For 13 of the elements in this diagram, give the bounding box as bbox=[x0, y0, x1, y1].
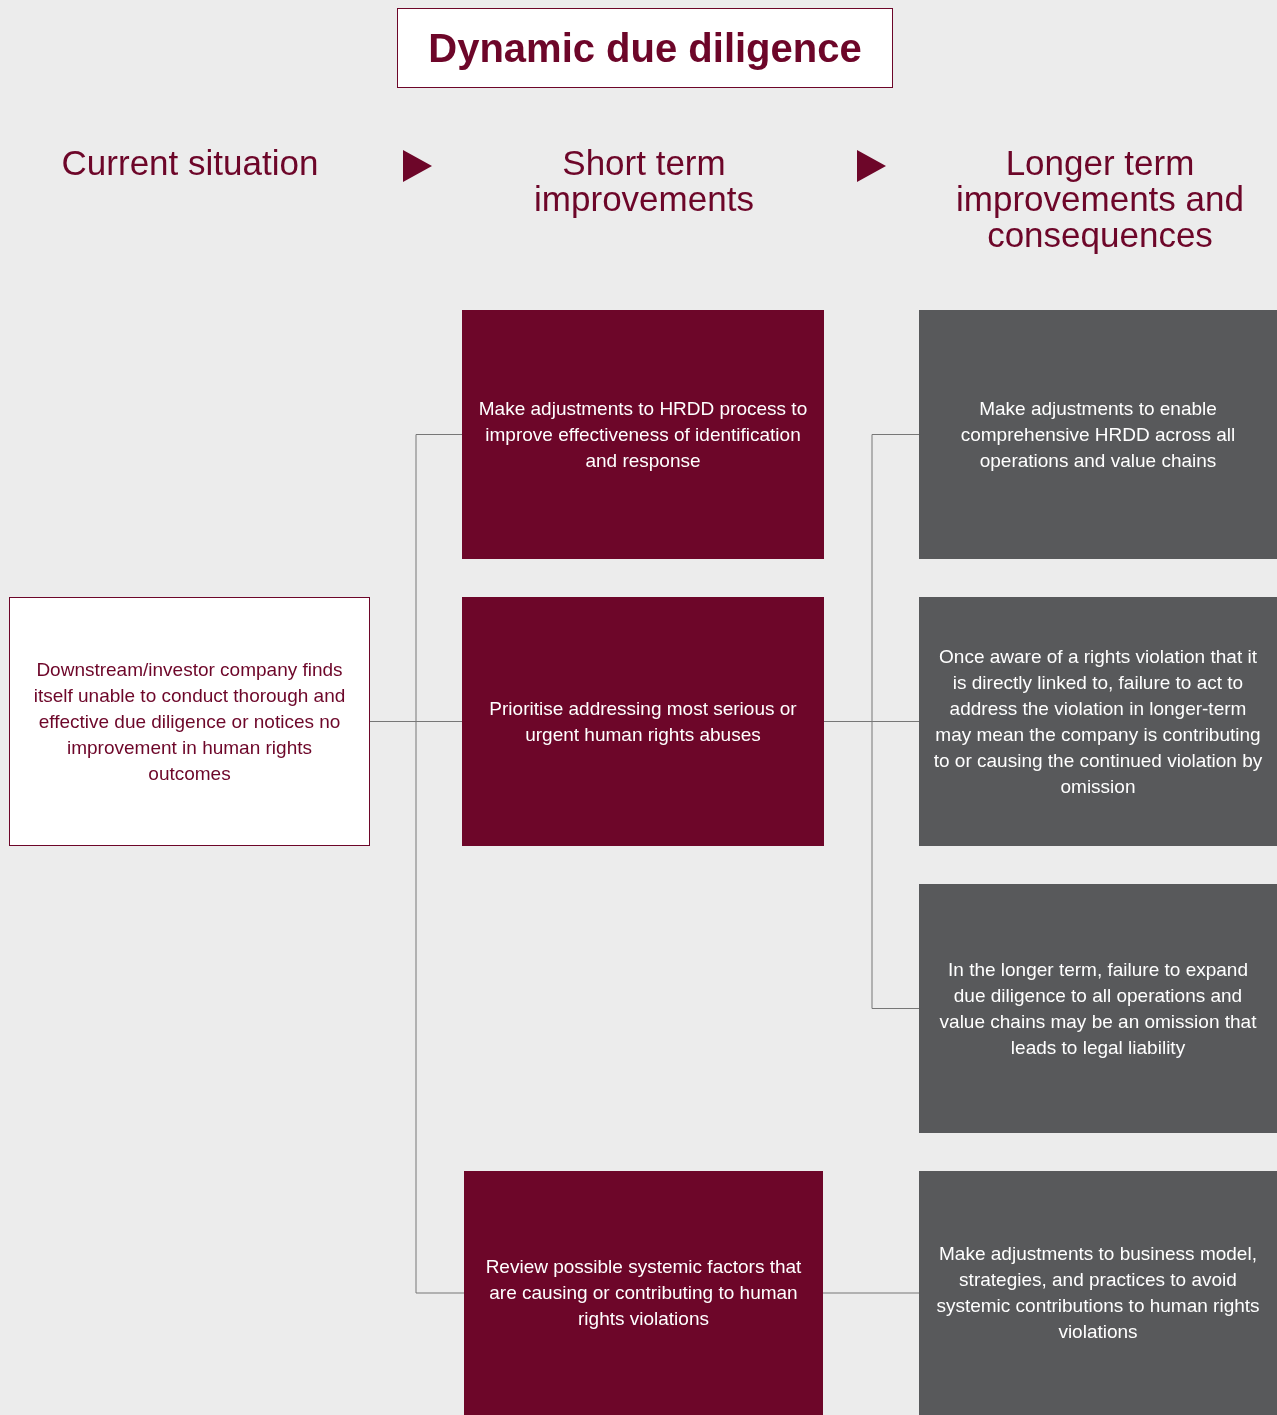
column-heading: Short term improvements bbox=[533, 145, 755, 217]
short-term-box: Make adjustments to HRDD process to improve effectiveness of identification and response bbox=[462, 310, 824, 559]
longer-term-box: Make adjustments to enable comprehensive HRDD across all operations and value chains bbox=[919, 310, 1277, 559]
longer-term-box: Once aware of a rights violation that it is directly linked to, failure to act to address the violation in longer-term may mean the company is contributing to or causing the continued violation by omission bbox=[919, 597, 1277, 846]
title-box: Dynamic due diligence bbox=[397, 8, 893, 88]
situation-box: Downstream/investor company finds itself unable to conduct thorough and effective due diligence or notices no improvement in human rights outcomes bbox=[9, 597, 370, 846]
longer-term-box: Make adjustments to business model, strategies, and practices to avoid systemic contributions to human rights violations bbox=[919, 1171, 1277, 1415]
longer-term-box: In the longer term, failure to expand due diligence to all operations and value chains may be an omission that leads to legal liability bbox=[919, 884, 1277, 1133]
connector-line bbox=[822, 1292, 920, 1294]
short-term-box: Review possible systemic factors that are causing or contributing to human rights violations bbox=[464, 1171, 823, 1415]
column-heading: Current situation bbox=[60, 145, 320, 181]
column-heading: Longer term improvements and consequences bbox=[955, 145, 1245, 253]
short-term-box: Prioritise addressing most serious or urgent human rights abuses bbox=[462, 597, 824, 846]
